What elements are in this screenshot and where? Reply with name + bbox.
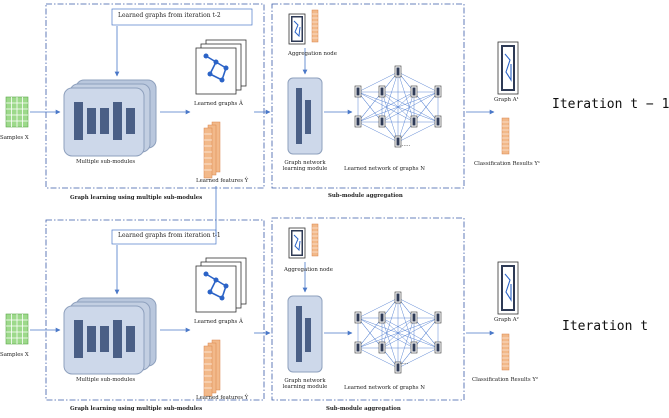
graph-network-module-top — [287, 77, 323, 155]
prior-graphs-label-top: Learned graphs from iteration t-2 — [118, 12, 221, 19]
samples-table-top — [5, 96, 29, 128]
output-graph-bottom — [497, 261, 519, 315]
samples-label-top: Samples X — [0, 135, 29, 141]
samples-label-bottom: Samples X — [0, 352, 29, 358]
learned-graphs-label-top: Learned graphs Â — [194, 101, 243, 107]
network-ellipsis-bottom: ...... — [398, 360, 409, 366]
graph-learning-box-top — [45, 3, 265, 189]
submodules-stack-top — [63, 79, 157, 157]
classification-label-bottom: Classification Results Y² — [472, 377, 539, 383]
iteration-label-bottom: Iteration t — [562, 319, 649, 334]
iteration-label-top: Iteration t − 1 — [552, 97, 669, 112]
graph-network-module-label-bottom: Graph network learning module — [282, 378, 328, 391]
output-graph-top — [497, 41, 519, 95]
learned-graphs-label-bottom: Learned graphs Â — [194, 319, 243, 325]
prior-graphs-label-box-top — [111, 8, 253, 26]
prior-graphs-label-box-bottom — [111, 229, 217, 245]
graph-learning-caption-top: Graph learning using multiple sub-module… — [70, 195, 203, 201]
learned-graphs-stack-bottom — [195, 257, 247, 313]
learned-network-label-top: Learned network of graphs N — [344, 166, 425, 172]
samples-table-bottom — [5, 313, 29, 345]
graph-learning-box-bottom — [45, 219, 265, 401]
graph-network-module-label-top: Graph network learning module — [282, 160, 328, 173]
graph-network-module-bottom — [287, 295, 323, 373]
submodule-aggregation-caption-bottom: Sub-module aggregation — [326, 406, 401, 412]
aggregation-box-bottom — [271, 217, 465, 401]
diagram-canvas — [5, 3, 519, 401]
output-features-bottom — [501, 333, 510, 371]
learned-features-label-bottom: Learned features Ŷ — [196, 395, 249, 401]
output-graph-label-bottom: Graph A² — [494, 317, 519, 323]
graph-learning-caption-bottom: Graph learning using multiple sub-module… — [70, 406, 203, 412]
submodule-aggregation-caption-top: Sub-module aggregation — [328, 193, 403, 199]
aggregation-node-features-top — [311, 9, 319, 43]
aggregation-box-top — [271, 3, 465, 189]
output-graph-label-top: Graph A¹ — [494, 97, 519, 103]
aggregation-node-label-top: Aggregation node — [288, 51, 337, 57]
classification-label-top: Classification Results Y¹ — [474, 161, 541, 167]
learned-features-stack-top — [203, 121, 221, 179]
prior-graphs-label-bottom: Learned graphs from iteration t-1 — [118, 232, 221, 239]
aggregation-node-graph-bottom — [288, 227, 306, 259]
aggregation-node-graph-top — [288, 13, 306, 45]
aggregation-node-features-bottom — [311, 223, 319, 257]
submodules-label-top: Multiple sub-modules — [76, 159, 136, 165]
learned-features-stack-bottom — [203, 339, 221, 397]
learned-network-label-bottom: Learned network of graphs N — [344, 385, 425, 391]
submodules-label-bottom: Multiple sub-modules — [76, 377, 136, 383]
submodules-stack-bottom — [63, 297, 157, 375]
learned-network-top — [354, 65, 442, 148]
aggregation-node-label-bottom: Aggregation node — [284, 267, 333, 273]
network-ellipsis-top: ...... — [400, 142, 411, 148]
learned-features-label-top: Learned features Ŷ — [196, 178, 249, 184]
output-features-top — [501, 117, 510, 155]
learned-graphs-stack-top — [195, 39, 247, 95]
